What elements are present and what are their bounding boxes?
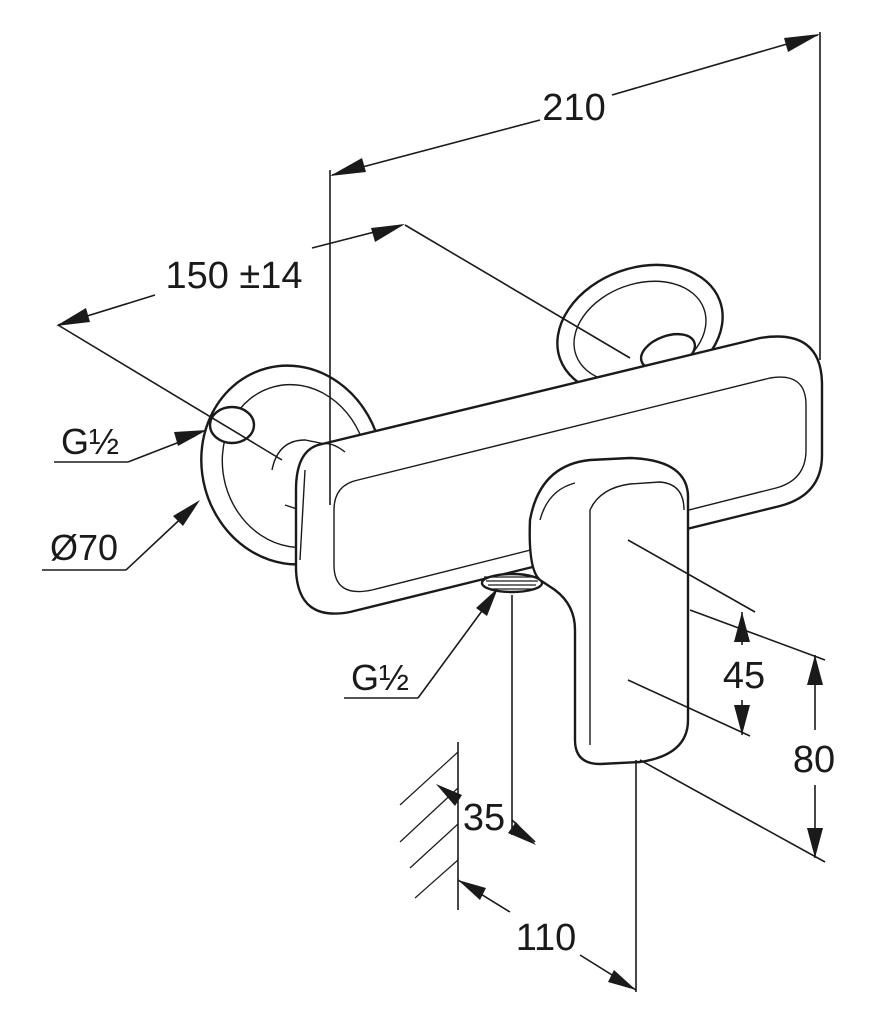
arrow-head [458, 880, 486, 900]
arrow-head [608, 970, 636, 990]
label-diameter-70: Ø70 [50, 527, 118, 568]
label-flange-diameter: Ø70 [42, 500, 200, 571]
dimension-wall-offset: 35 [436, 595, 536, 845]
dimension-total-height: 80 [639, 609, 835, 863]
dimension-overall-width: 210 [329, 32, 821, 505]
dimension-label-210: 210 [542, 87, 605, 129]
arrow-head [734, 612, 750, 642]
outlet-thread [480, 572, 544, 594]
arrow-head [330, 158, 366, 176]
dimension-label-35: 35 [463, 797, 505, 839]
arrow-head [436, 784, 462, 806]
lever-handle [528, 456, 690, 766]
label-outlet-g-half: G½ [351, 657, 409, 698]
arrow-head [56, 308, 90, 326]
dimension-inlet-spacing: 150 ±14 [56, 224, 631, 461]
dimension-label-80: 80 [793, 739, 835, 781]
dimension-label-150: 150 ±14 [165, 255, 302, 297]
arrow-head [173, 500, 200, 526]
arrow-head [508, 822, 536, 845]
label-outlet-thread: G½ [344, 588, 498, 699]
arrow-head [476, 588, 498, 616]
label-inlet-g-half: G½ [61, 421, 119, 462]
dimension-label-110: 110 [516, 917, 577, 959]
arrow-head [174, 430, 207, 446]
arrow-head [371, 224, 405, 242]
label-inlet-thread: G½ [54, 421, 207, 463]
dimension-depth: 110 [457, 760, 637, 992]
arrow-head [807, 655, 823, 685]
arrow-head [807, 828, 823, 858]
arrow-head [784, 34, 820, 52]
dimension-label-45: 45 [723, 655, 765, 697]
dimension-lever-height: 45 [627, 539, 765, 737]
mixer-body-drawing [200, 263, 824, 766]
wall-hatching [399, 742, 459, 910]
arrow-head [734, 705, 750, 735]
